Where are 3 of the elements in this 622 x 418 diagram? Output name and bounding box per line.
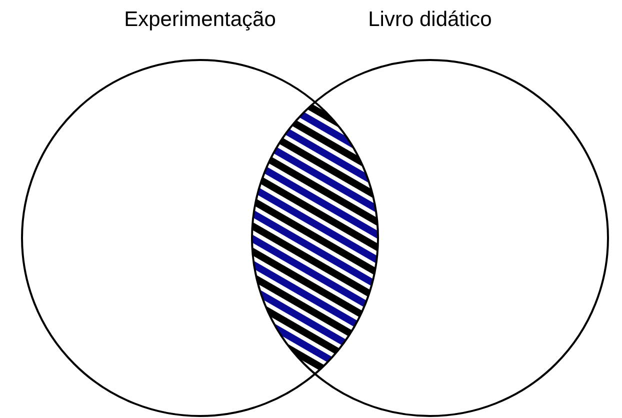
set-label: Livro didático: [368, 8, 492, 32]
hatched-overlap: [252, 102, 378, 374]
set-label: Experimentação: [124, 8, 276, 32]
